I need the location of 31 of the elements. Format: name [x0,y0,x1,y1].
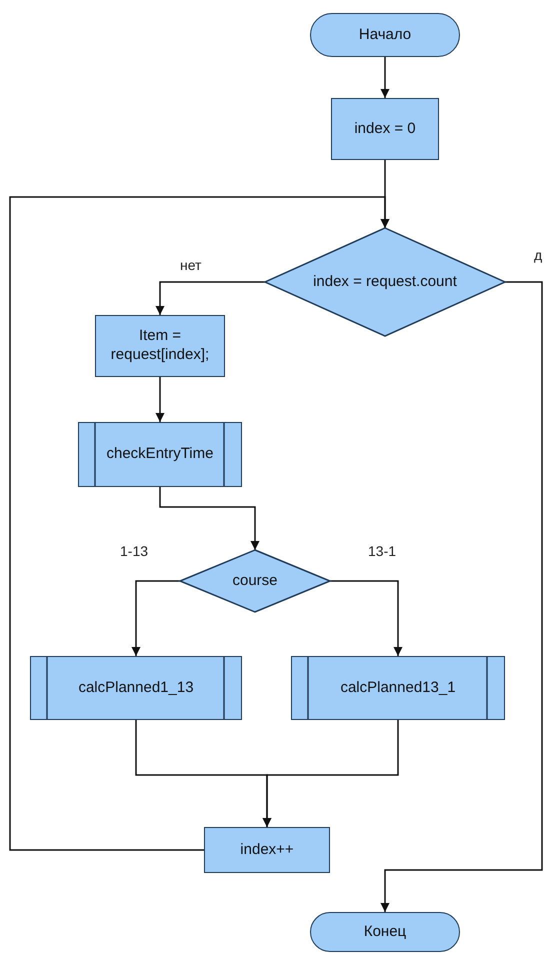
arrow [159,487,260,550]
arrow [380,281,543,912]
process-box [331,98,439,160]
arrow [262,720,399,827]
edge-label: 1-13 [118,543,150,559]
arrow [380,57,390,98]
node-text: Item = request[index]; [110,327,210,365]
process-box [95,315,225,377]
node-text: index = 0 [354,120,416,138]
terminal-pill [310,912,460,952]
subprocess-box [78,422,242,487]
edge-label: 13-1 [366,543,398,559]
decision-diamond [180,550,330,612]
node-text: Начало [358,26,412,44]
process-box [204,827,330,873]
node-text: checkEntryTime [106,445,214,464]
arrow [132,580,180,656]
subprocess-box [30,656,242,720]
node-text: index = request.count [313,272,457,292]
arrow [9,196,390,851]
decision-diamond [265,228,505,336]
arrow [156,377,164,422]
node-text: course [232,572,278,590]
arrow [330,580,402,656]
node-text: calcPlanned13_1 [340,678,456,698]
subprocess-box [291,656,505,720]
arrow [156,281,265,315]
node-text: Конец [364,922,406,942]
node-text: calcPlanned1_13 [78,678,194,698]
terminal-pill [310,13,460,57]
node-text: index++ [240,840,294,860]
